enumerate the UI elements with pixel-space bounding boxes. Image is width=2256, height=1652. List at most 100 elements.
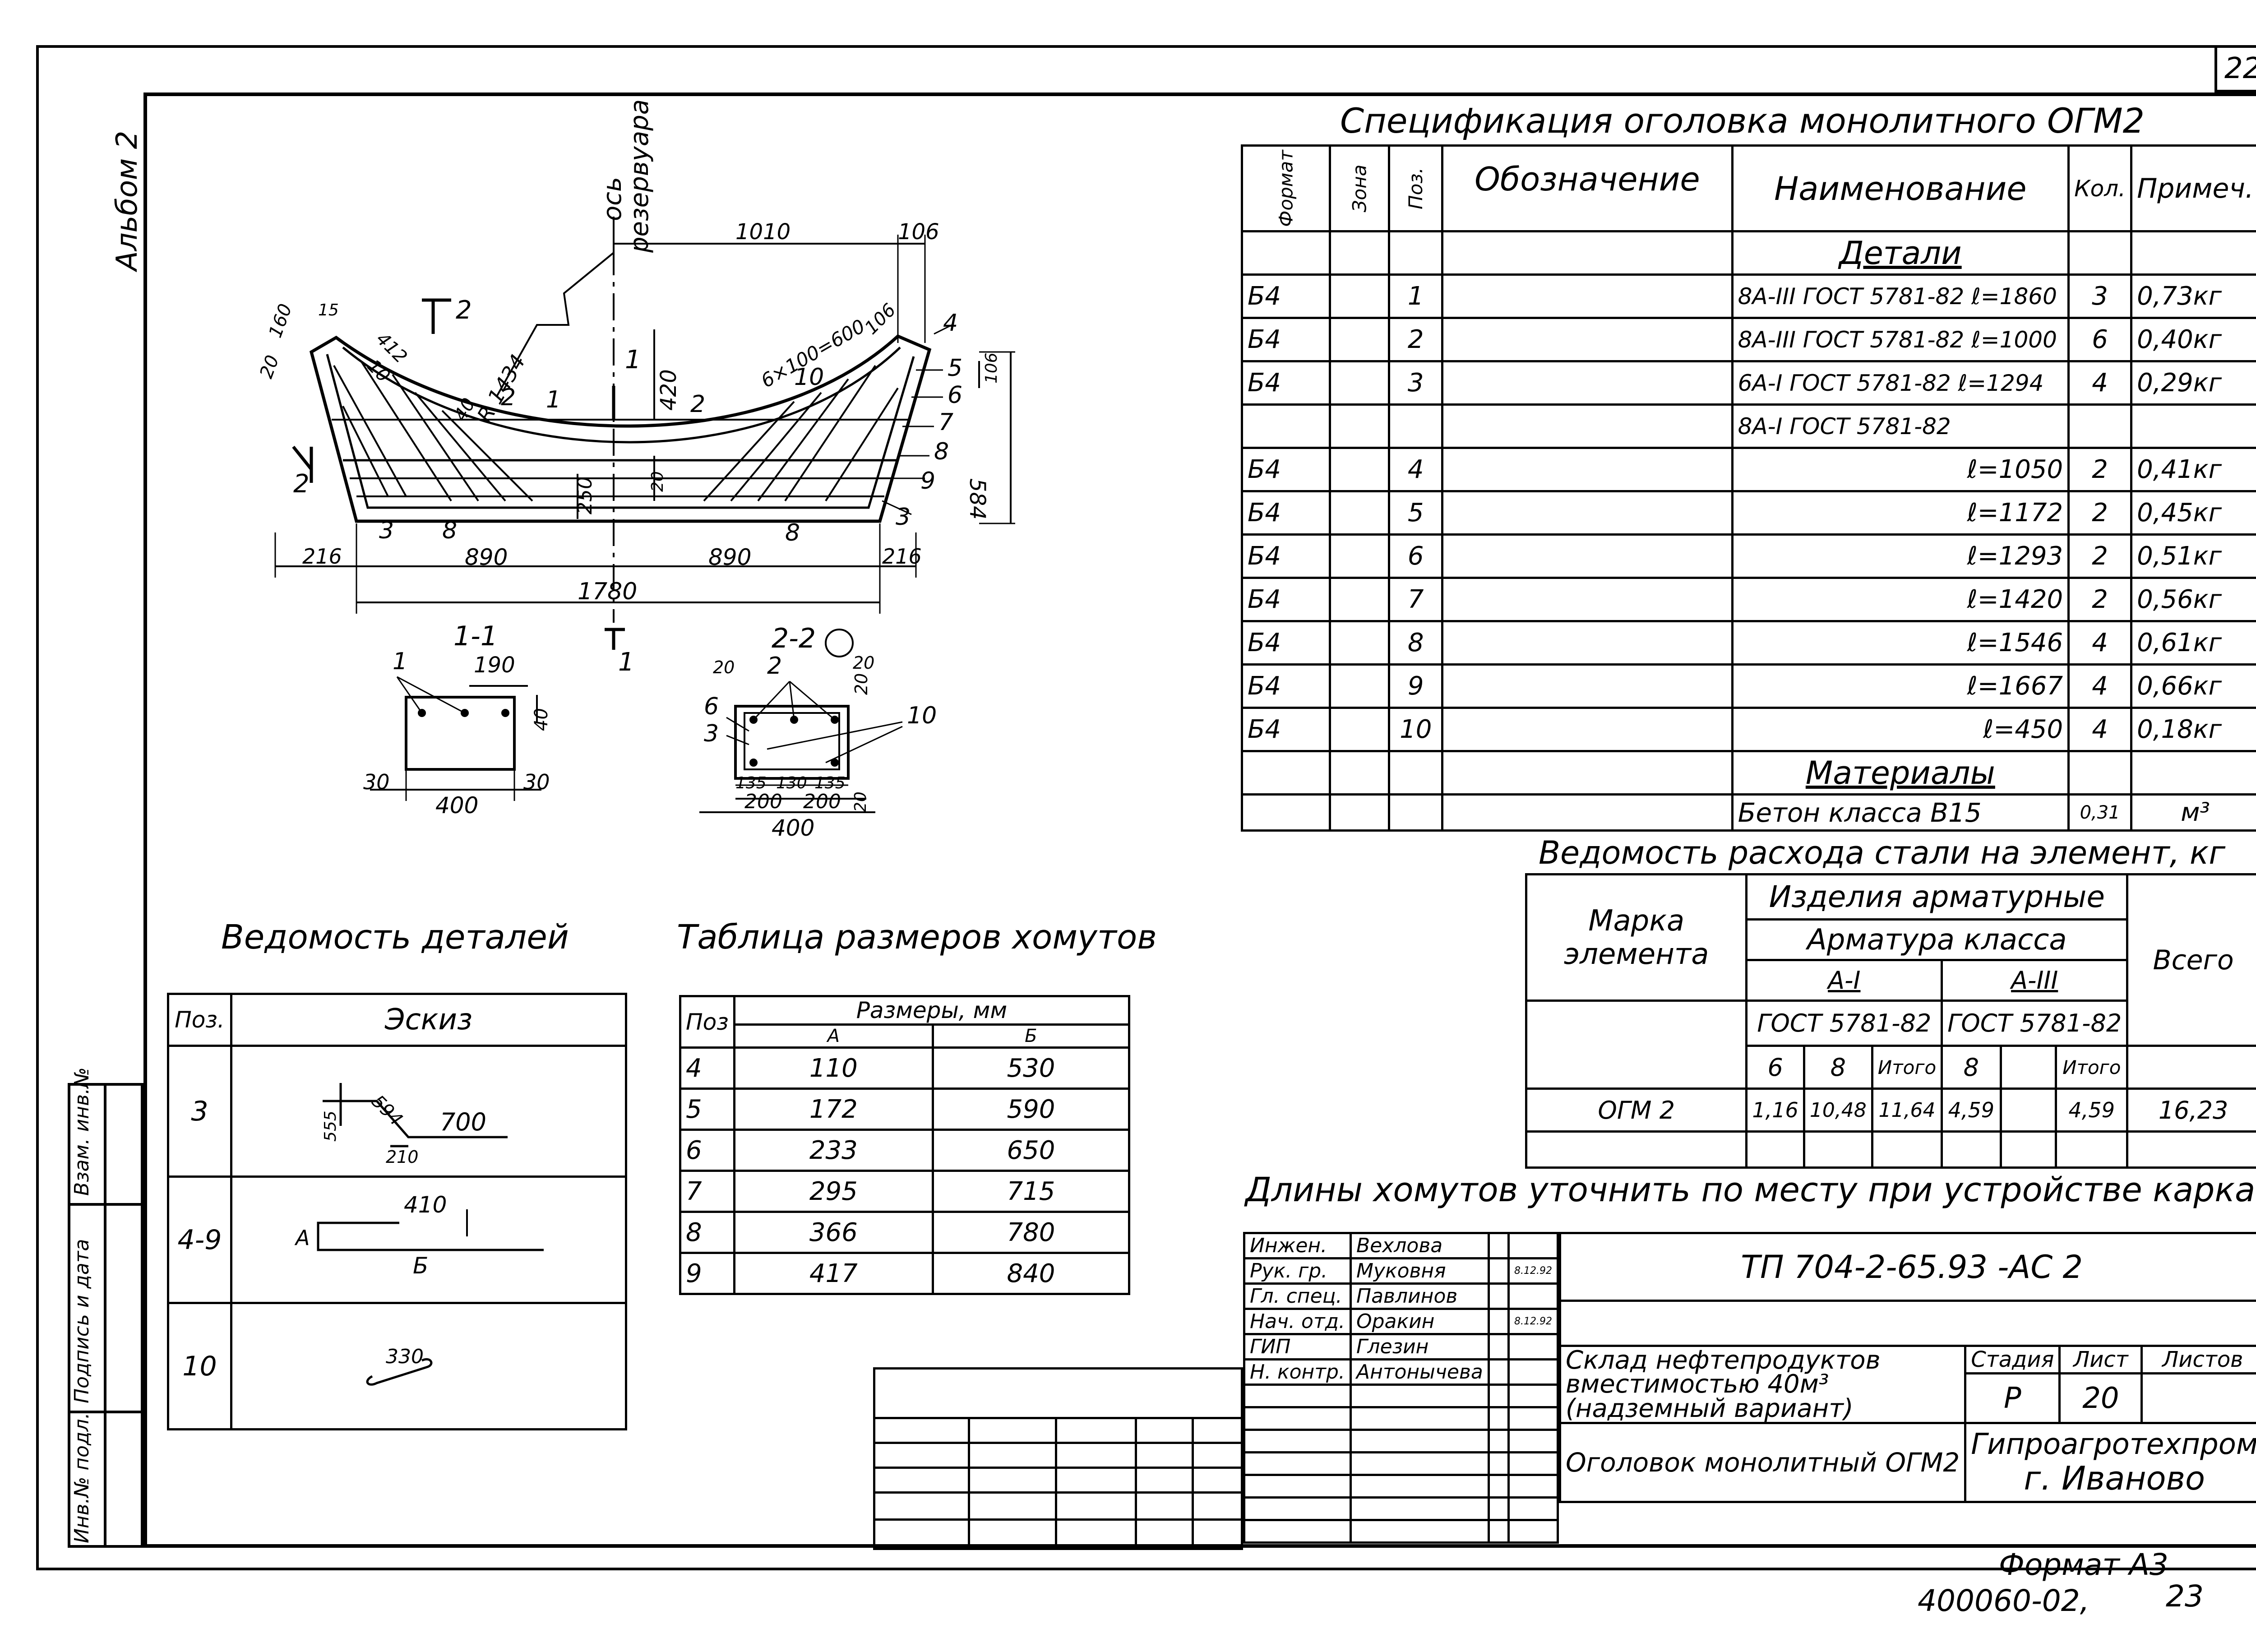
section-2-d200a: 200 (744, 790, 782, 813)
steel-title: Ведомость расхода стали на элемент, кг (1539, 834, 2226, 871)
steel-h-a3: А-III (1941, 959, 2129, 1002)
axis-label-1: ось (598, 176, 627, 221)
steel-sub: 8 (1941, 1045, 2002, 1090)
stamp-h-sheet: Лист (2058, 1345, 2143, 1374)
side-stamp (68, 1083, 143, 1548)
pos-9: 9 (920, 467, 936, 495)
pos-3b: 3 (896, 504, 911, 531)
spec-title: Спецификация оголовка монолитного ОГМ2 (1340, 101, 2145, 141)
section-2-d20b: 20 (853, 653, 875, 673)
stirrups-row: 6 233 650 (679, 1129, 1131, 1172)
section-1-d30b: 30 (523, 770, 550, 794)
pos-3: 3 (379, 517, 394, 544)
spec-h-format: Формат (1240, 144, 1331, 232)
pos-2b: 2 (690, 391, 706, 418)
steel-sub (1999, 1045, 2057, 1090)
general-note: Длины хомутов уточнить по месту при устр… (1245, 1171, 2256, 1209)
stirrups-table: Поз Размеры, мм А Б 4 110 530 5 172 590 … (679, 995, 1131, 1295)
steel-row: ОГМ 2 1,16 10,48 11,64 4,59 4,59 16,23 (1525, 1087, 2256, 1133)
dim-1780: 1780 (578, 578, 638, 605)
page-number: 22 (2224, 52, 2256, 85)
steel-sub: 8 (1803, 1045, 1873, 1090)
spec-section-materials: Материалы (1731, 750, 2070, 796)
section-1-d190: 190 (474, 652, 515, 678)
section-2-pos2: 2 (767, 652, 782, 680)
dim-584: 584 (965, 478, 990, 520)
spec-h-note: Примеч. (2130, 144, 2256, 232)
details-title: Ведомость деталей (221, 918, 569, 957)
pos-5: 5 (948, 355, 963, 382)
inventory-page: 23 (2166, 1579, 2204, 1614)
section-2-pos10: 10 (907, 702, 937, 729)
pos-10: 10 (794, 364, 824, 391)
details-h-pos: Поз. (167, 993, 232, 1047)
main-stamp-table: ТП 704-2-65.93 -АС 2 Склад нефтепродукто… (1558, 1232, 2256, 1503)
steel-h-a1: А-I (1745, 959, 1943, 1002)
steel-h-total: Всего (2126, 873, 2256, 1047)
ogm2-drawing (274, 217, 1015, 813)
dim-1010: 1010 (735, 219, 791, 245)
section-2-pos6: 6 (704, 693, 719, 720)
section-1-d40: 40 (531, 708, 552, 731)
pos-8b: 8 (442, 517, 458, 544)
stirrups-title: Таблица размеров хомутов (677, 918, 1157, 957)
dim-106c: 106 (982, 352, 1001, 384)
section-mark-1b: 1 (618, 648, 634, 677)
details-h-sketch: Эскиз (230, 993, 628, 1047)
steel-sub: Итого (2055, 1045, 2129, 1090)
spec-row: Б4 9 ℓ=1667 4 0,66кг (1240, 663, 2256, 709)
dim-890b: 890 (708, 544, 752, 570)
details-row: 10 330 (167, 1302, 628, 1430)
pos-2: 2 (501, 384, 516, 411)
section-2-d400: 400 (772, 815, 815, 841)
steel-table: Марка элемента Изделия арматурные Всего … (1525, 873, 2256, 1169)
dim-106a: 106 (898, 219, 939, 245)
spec-h-qty: Кол. (2067, 144, 2133, 232)
spec-row: Б4 7 ℓ=1420 2 0,56кг (1240, 577, 2256, 622)
stirrups-row: 5 172 590 (679, 1087, 1131, 1131)
stirrups-row: 4 110 530 (679, 1046, 1131, 1090)
signature-row: Инжен.Вехлова (1243, 1232, 1559, 1259)
details-sketch-4-9: 410 А Б (230, 1175, 628, 1304)
side-stamp-inv: Инв.№ подл. (70, 1412, 93, 1543)
steel-sub: Итого (1871, 1045, 1943, 1090)
stamp-sheet-no: 20 (2058, 1372, 2143, 1424)
section-2-d200b: 200 (803, 790, 841, 813)
spec-material-row: Бетон класса В15 0,31 м³ (1240, 793, 2256, 832)
pos-7: 7 (938, 409, 954, 436)
spec-h-designation: Обозначение (1441, 144, 1734, 232)
details-sketch-3: 555 594 700 210 (230, 1045, 628, 1178)
stamp-h-stage: Стадия (1964, 1345, 2061, 1374)
inventory-number: 400060-02, (1918, 1583, 2090, 1618)
steel-sub: 6 (1745, 1045, 1805, 1090)
sheet-name: Оголовок монолитный ОГМ2 (1558, 1422, 1967, 1503)
section-2-d130: 130 (776, 774, 807, 792)
pos-1: 1 (546, 386, 561, 413)
section-1-d400: 400 (435, 792, 479, 819)
details-row: 4-9 410 А Б (167, 1175, 628, 1304)
spec-table: Формат Зона Поз. Обозначение Наименовани… (1240, 144, 2256, 832)
spec-row: 8А-I ГОСТ 5781-82 (1240, 403, 2256, 449)
details-row: 3 555 594 700 210 (167, 1045, 628, 1178)
stirrups-h-sizes: Размеры, мм (733, 995, 1131, 1025)
dim-20b: 20 (648, 471, 667, 492)
organization: Гипроагротехпром г. Иваново (1964, 1422, 2256, 1503)
page-number-box (2214, 45, 2256, 93)
section-1-d30a: 30 (363, 770, 390, 794)
revision-grid (873, 1367, 1244, 1550)
section-2-d135a: 135 (735, 774, 767, 792)
side-stamp-replace: Взам. инв.№ (70, 1067, 93, 1196)
stamp-sheets (2140, 1372, 2256, 1424)
dim-216b: 216 (882, 544, 922, 569)
stamp-h-sheets: Листов (2140, 1345, 2256, 1374)
spec-row: Б4 2 8А-III ГОСТ 5781-82 ℓ=1000 6 0,40кг (1240, 317, 2256, 362)
format-label: Формат А3 (1999, 1547, 2168, 1582)
spec-h-pos: Поз. (1388, 144, 1444, 232)
document-code: ТП 704-2-65.93 -АС 2 (1558, 1232, 2256, 1302)
pos-8: 8 (934, 438, 949, 465)
section-2-d20d: 20 (851, 791, 870, 812)
pos-8c: 8 (785, 519, 800, 546)
